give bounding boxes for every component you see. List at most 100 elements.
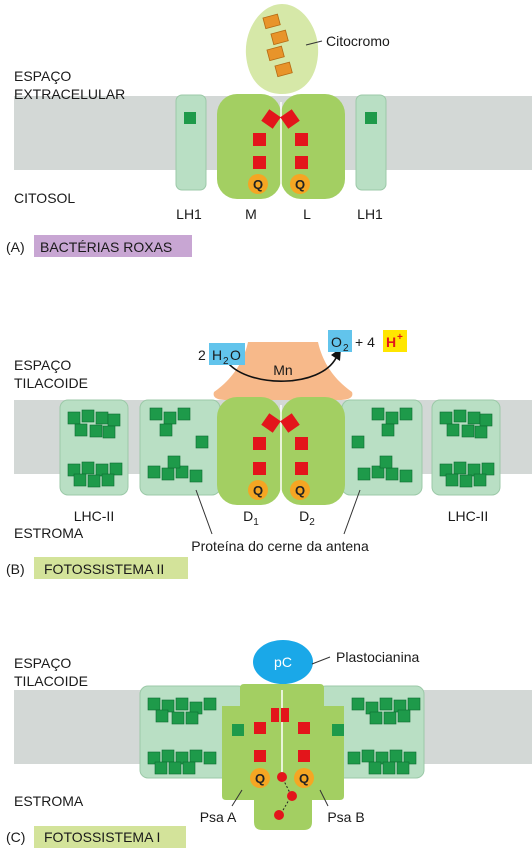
panel-a-title-bg [34, 235, 192, 257]
panel-c-title-bg [34, 826, 186, 848]
pigment-square [365, 112, 377, 124]
quinone-label: Q [299, 771, 309, 786]
quinone [250, 768, 270, 788]
cytochrome-leader [305, 40, 323, 46]
panel-a-title: BACTÉRIAS ROXAS [40, 239, 172, 255]
oxygen-o: O [331, 334, 342, 350]
plus-four: + 4 [355, 334, 375, 350]
pigment-square [332, 724, 344, 736]
cytochrome-label: Citocromo [326, 33, 390, 49]
thylakoid-label-1: ESPAÇO [14, 357, 71, 373]
lhc-ii-left-label: LHC-II [74, 508, 114, 524]
electron-path [282, 778, 291, 794]
red-square [254, 722, 266, 734]
antenna-leader-left [195, 489, 213, 535]
red-square [295, 133, 308, 146]
proton-sup: + [397, 332, 403, 343]
pigment-cluster [147, 697, 217, 775]
oxygen-sub: 2 [343, 343, 349, 354]
thylakoid-label-2: TILACOIDE [14, 375, 88, 391]
quinone-label: Q [255, 771, 265, 786]
plastocyanin-leader [311, 656, 331, 665]
proton-box [383, 330, 407, 352]
core-psa-ab [222, 684, 344, 830]
subunit-m: M [245, 206, 257, 222]
cytosol-label: CITOSOL [14, 190, 75, 206]
red-square [253, 156, 266, 169]
mn-cluster [213, 342, 353, 400]
subunit-lh1-left: LH1 [176, 206, 202, 222]
quinone-label: Q [295, 483, 305, 498]
pigment-square [184, 112, 196, 124]
stroma-label: ESTROMA [14, 525, 84, 541]
pigment-cluster [147, 407, 209, 483]
pigment-cluster [439, 409, 495, 488]
plastocyanin-label: Plastocianina [336, 649, 419, 665]
water-sub: 2 [223, 356, 229, 367]
oxygen-box [328, 330, 352, 352]
red-square [253, 133, 266, 146]
red-square [298, 750, 310, 762]
d2-label: D2 [299, 508, 315, 528]
water-o: O [230, 347, 241, 363]
quinone-label: Q [253, 483, 263, 498]
panel-b-title: FOTOSSISTEMA II [44, 561, 164, 577]
red-square [253, 462, 266, 475]
mn-label: Mn [273, 362, 292, 378]
water-box [209, 343, 245, 365]
heme-groups [262, 13, 293, 78]
water-split-arrow [227, 357, 337, 382]
psa-b-label: Psa B [327, 809, 364, 825]
panel-c-title: FOTOSSISTEMA I [44, 829, 160, 845]
extracellular-label-2: EXTRACELULAR [14, 86, 125, 102]
special-pair [261, 413, 300, 433]
panel-b-title-bg [34, 557, 188, 579]
fe-s-cluster [287, 791, 297, 801]
d1-label: D1 [243, 508, 259, 528]
thylakoid-label-2: TILACOIDE [14, 673, 88, 689]
thylakoid-label-1: ESPAÇO [14, 655, 71, 671]
lh1-left [175, 94, 207, 191]
plastocyanin [253, 640, 313, 684]
psa-b-leader [319, 789, 329, 807]
red-square [281, 708, 289, 722]
red-square [298, 722, 310, 734]
panel-a: Citocromo ESPAÇO EXTRACELULAR CITOSOL Q … [6, 4, 532, 257]
psa-a-leader [231, 789, 243, 807]
quinone [290, 174, 310, 194]
quinone [248, 480, 268, 500]
pigment-cluster [351, 407, 413, 483]
panel-c-letter: (C) [6, 829, 25, 845]
lh1-right [355, 94, 387, 191]
electron-path [281, 797, 291, 813]
red-square [295, 462, 308, 475]
lhc-ii-right-label: LHC-II [448, 508, 488, 524]
psa-a-label: Psa A [200, 809, 237, 825]
red-square [253, 437, 266, 450]
pc-label: pC [274, 654, 292, 670]
red-square [254, 750, 266, 762]
panel-a-letter: (A) [6, 239, 25, 255]
panel-b-letter: (B) [6, 561, 25, 577]
water-coefficient: 2 [198, 347, 206, 363]
fe-s-cluster [274, 810, 284, 820]
extracellular-label-1: ESPAÇO [14, 68, 71, 84]
red-square [295, 156, 308, 169]
pigment-cluster [67, 409, 123, 488]
antenna-core-label: Proteína do cerne da antena [191, 538, 369, 554]
subunit-l: L [303, 206, 311, 222]
pigment-square [232, 724, 244, 736]
quinone-label: Q [253, 177, 263, 192]
water-h: H [212, 347, 222, 363]
special-pair [261, 109, 300, 129]
red-square [295, 437, 308, 450]
subunit-lh1-right: LH1 [357, 206, 383, 222]
pigment-cluster [347, 697, 421, 775]
fe-s-cluster [277, 772, 287, 782]
red-square [271, 708, 279, 722]
quinone-label: Q [295, 177, 305, 192]
panel-b: Mn 2 H 2 O O 2 + 4 H + ESPAÇO TILACOIDE … [6, 330, 532, 579]
quinone [294, 768, 314, 788]
quinone [290, 480, 310, 500]
